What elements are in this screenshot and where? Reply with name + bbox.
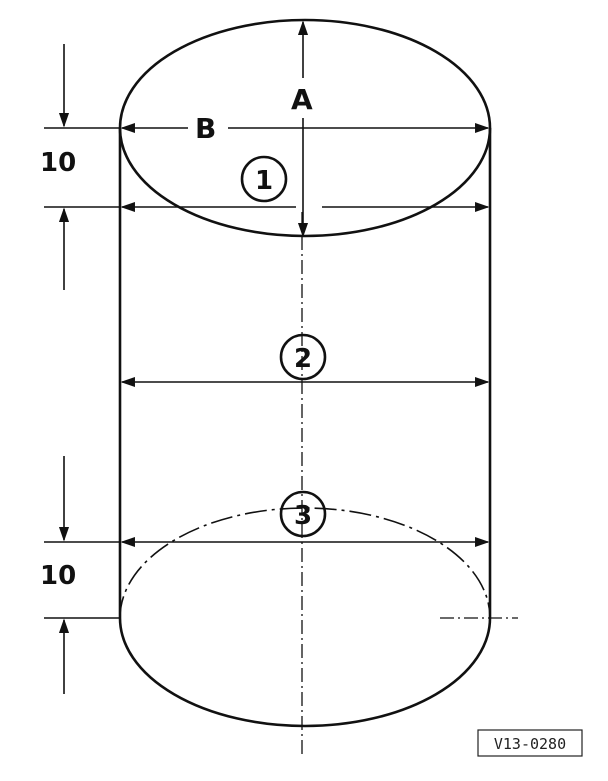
bottom-ellipse-upper bbox=[119, 507, 491, 619]
dimension-a-label: A bbox=[291, 83, 313, 116]
dimension-a: A bbox=[291, 20, 313, 238]
bottom-offset-label: 10 bbox=[40, 561, 76, 591]
measure-line-2: 2 bbox=[120, 333, 490, 388]
measure-point-1-marker bbox=[240, 155, 288, 203]
figure-reference-box bbox=[477, 729, 583, 757]
top-offset-label: 10 bbox=[40, 148, 76, 178]
dimension-b: B bbox=[120, 112, 490, 145]
bottom-ellipse-lower bbox=[118, 617, 492, 728]
measure-point-3-label: 3 bbox=[294, 501, 312, 531]
dimension-b-label: B bbox=[195, 112, 216, 145]
measure-point-1-label: 1 bbox=[255, 166, 273, 196]
top-ellipse-lower bbox=[118, 127, 492, 238]
top-ellipse-upper bbox=[118, 18, 492, 129]
measure-point-2-label: 2 bbox=[294, 344, 312, 374]
figure-reference-label: V13-0280 bbox=[494, 735, 566, 753]
cylinder-outline bbox=[118, 18, 492, 728]
figure-reference-code: V13-0280 bbox=[477, 729, 583, 757]
reference-lines bbox=[44, 127, 120, 619]
measure-line-1: 1 bbox=[120, 155, 490, 213]
measure-line-3: 3 bbox=[120, 490, 490, 548]
measure-point-3-marker bbox=[279, 490, 327, 538]
measure-point-2-marker bbox=[279, 333, 327, 381]
